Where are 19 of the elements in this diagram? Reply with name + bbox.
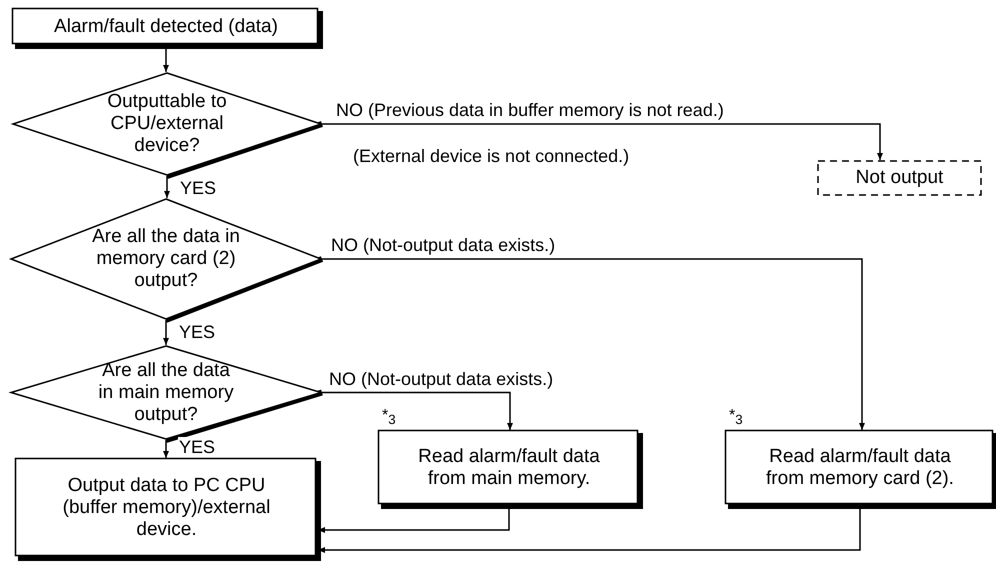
process-box: Read alarm/fault data from main memory. (378, 430, 640, 506)
arrow (322, 258, 865, 430)
arrow (163, 440, 169, 458)
decision-diamond: Are all the data in main memory output? (10, 345, 322, 440)
edge-label: NO (Not-output data exists.) (330, 235, 556, 255)
arrow (322, 392, 513, 430)
decision-diamond: Outputtable to CPU/external device? (12, 72, 322, 176)
process-box: Alarm/fault detected (data) (12, 8, 320, 46)
arrow (322, 123, 883, 160)
note-text: (External device is not connected.) (352, 146, 630, 166)
footnote-mark: *$_{3}$ (382, 408, 396, 428)
terminal-box: Not output (817, 160, 982, 196)
footnote-mark: *$_{3}$ (729, 408, 743, 428)
process-box: Read alarm/fault data from memory card (2). (725, 430, 995, 506)
decision-diamond: Are all the data in memory card (2) output? (10, 198, 322, 320)
process-box: Output data to PC CPU (buffer memory)/external device. (15, 458, 318, 558)
edge-label: NO (Previous data in buffer memory is not read.) (335, 100, 725, 120)
arrow (164, 176, 170, 198)
arrow (163, 320, 169, 345)
